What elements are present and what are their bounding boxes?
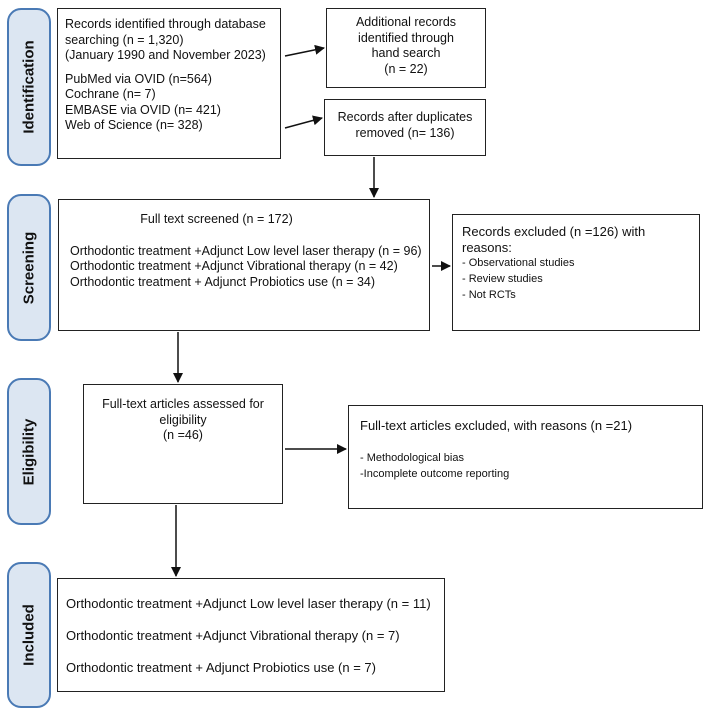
included-item-laser: Orthodontic treatment +Adjunct Low level… <box>66 596 431 611</box>
excluded-screening-reason-1: - Observational studies <box>462 257 575 269</box>
eligibility-line-3: (n =46) <box>163 428 203 442</box>
excluded-eligibility-title: Full-text articles excluded, with reason… <box>360 418 633 433</box>
identification-line-3: (January 1990 and November 2023) <box>65 48 266 62</box>
excluded-screening-line-1: Records excluded (n =126) with <box>462 224 646 239</box>
included-box: Orthodontic treatment +Adjunct Low level… <box>57 578 445 692</box>
duplicates-box: Records after duplicates removed (n= 136… <box>324 99 486 156</box>
included-item-probiotics: Orthodontic treatment + Adjunct Probioti… <box>66 660 376 675</box>
screened-item-vibrational: Orthodontic treatment +Adjunct Vibration… <box>70 259 398 273</box>
identification-db-embase: EMBASE via OVID (n= 421) <box>65 102 221 117</box>
stage-included: Included <box>7 562 51 708</box>
duplicates-line-1: Records after duplicates <box>337 110 473 124</box>
identification-db-wos: Web of Science (n= 328) <box>65 118 203 132</box>
excluded-screening-reason-3: - Not RCTs <box>462 289 516 301</box>
screened-item-probiotics: Orthodontic treatment + Adjunct Probioti… <box>70 274 376 289</box>
excluded-screening-reason-2: - Review studies <box>462 273 543 285</box>
identification-db-cochrane: Cochrane (n= 7) <box>65 87 156 101</box>
arrow-to-duplicates <box>284 115 323 129</box>
identification-box: Records identified through database sear… <box>57 8 281 159</box>
stage-identification: Identification <box>7 8 51 166</box>
stage-screening: Screening <box>7 194 51 341</box>
identification-db-pubmed: PubMed via OVID (n=564) <box>65 71 212 86</box>
eligibility-line-2: eligibility <box>159 412 207 427</box>
excluded-screening-box: Records excluded (n =126) with reasons: … <box>452 214 700 331</box>
hand-search-line-4: (n = 22) <box>384 61 428 76</box>
included-item-vibrational: Orthodontic treatment +Adjunct Vibration… <box>66 628 400 643</box>
screened-item-laser: Orthodontic treatment +Adjunct Low level… <box>70 243 422 258</box>
hand-search-line-1: Additional records <box>355 15 457 29</box>
identification-line-2: searching (n = 1,320) <box>65 32 184 47</box>
hand-search-line-2: identified through <box>358 30 454 45</box>
screened-box: Full text screened (n = 172) Orthodontic… <box>58 199 430 331</box>
arrow-to-hand-search <box>284 44 325 57</box>
excluded-eligibility-reason-1: - Methodological bias <box>360 451 464 464</box>
excluded-eligibility-reason-2: -Incomplete outcome reporting <box>360 467 510 480</box>
eligibility-box: Full-text articles assessed for eligibil… <box>83 384 283 504</box>
screened-title: Full text screened (n = 172) <box>140 212 293 226</box>
excluded-screening-line-2: reasons: <box>462 239 512 255</box>
eligibility-line-1: Full-text articles assessed for <box>102 397 264 411</box>
excluded-eligibility-box: Full-text articles excluded, with reason… <box>348 405 703 509</box>
hand-search-line-3: hand search <box>371 46 441 60</box>
identification-line-1: Records identified through database <box>65 17 266 31</box>
duplicates-line-2: removed (n= 136) <box>355 125 455 140</box>
hand-search-box: Additional records identified through ha… <box>326 8 486 88</box>
stage-eligibility: Eligibility <box>7 378 51 525</box>
